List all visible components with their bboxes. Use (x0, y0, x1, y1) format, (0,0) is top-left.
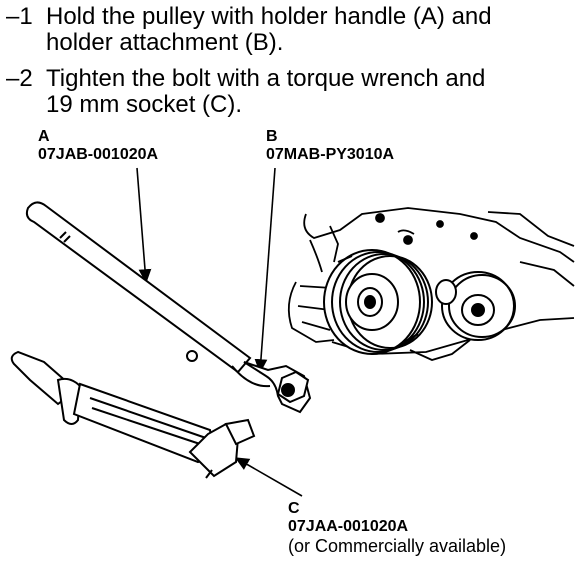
torque-wrench (10, 350, 256, 479)
callout-part-number: 07JAA-001020A (288, 518, 409, 535)
callout-torque-wrench: C 07JAA-001020A (or Commercially availab… (288, 500, 506, 556)
step-text-line-2: holder attachment (B). (46, 29, 284, 56)
step-number: –2 (6, 65, 33, 92)
holder-attachment (243, 361, 312, 414)
holder-handle (25, 201, 271, 388)
callout-letter: A (38, 128, 50, 145)
crankshaft-pulley (323, 249, 433, 355)
instruction-step-2: –2 Tighten the bolt with a torque wrench … (6, 66, 485, 118)
callout-letter: B (266, 128, 278, 145)
step-text-line-1: Hold the pulley with holder handle (A) a… (46, 3, 492, 30)
step-number: –1 (6, 3, 33, 30)
callout-holder-attachment: B 07MAB-PY3010A (266, 128, 394, 164)
leader-arrow-b (254, 167, 276, 374)
step-text-line-2: 19 mm socket (C). (46, 91, 243, 118)
leader-arrow-a (136, 167, 152, 284)
tensioner-pulley (435, 271, 516, 341)
callout-note: (or Commercially available) (288, 536, 507, 556)
callout-holder-handle: A 07JAB-001020A (38, 128, 158, 164)
instruction-step-1: –1 Hold the pulley with holder handle (A)… (6, 4, 492, 56)
leader-arrow-c (234, 457, 303, 497)
callout-part-number: 07MAB-PY3010A (266, 146, 395, 163)
step-text-line-1: Tighten the bolt with a torque wrench an… (46, 65, 486, 92)
callout-letter: C (288, 500, 300, 517)
callout-part-number: 07JAB-001020A (38, 146, 159, 163)
